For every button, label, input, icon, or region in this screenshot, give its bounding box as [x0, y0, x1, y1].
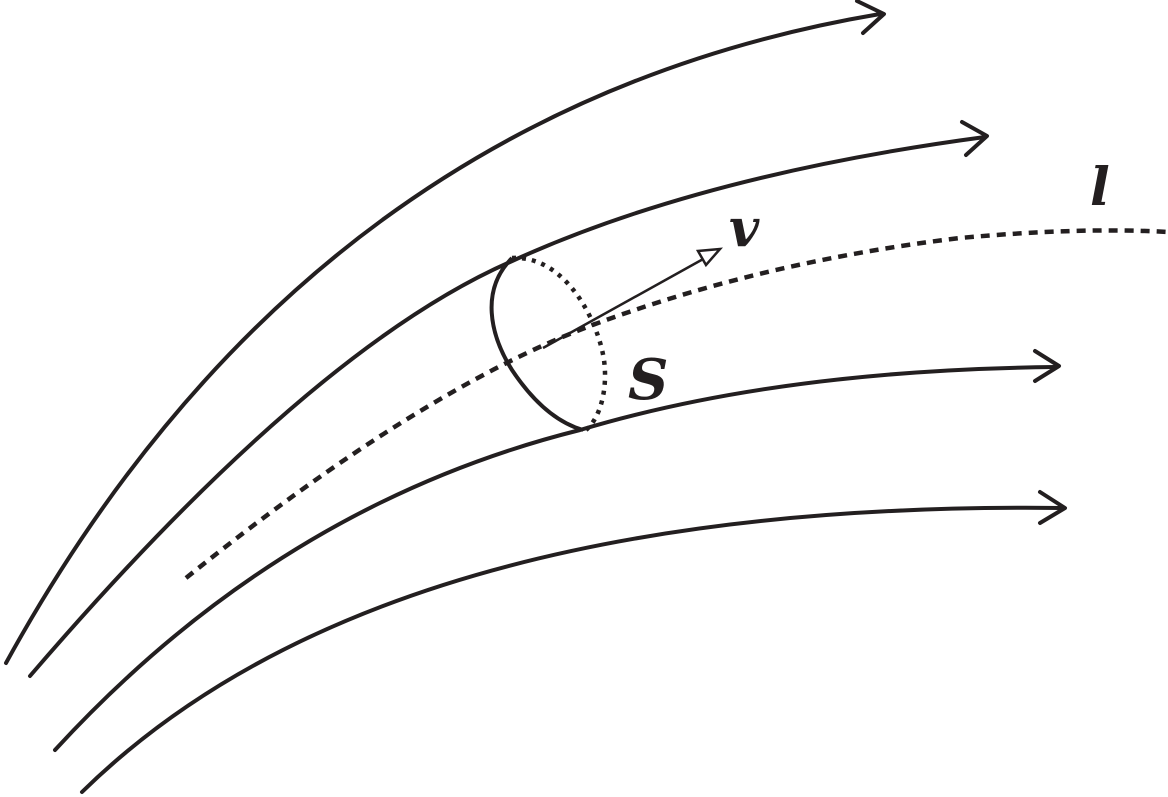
- streamline-3-arrowhead: [1033, 349, 1061, 383]
- velocity-arrow-shaft: [542, 256, 706, 350]
- cross-section-back-arc: [511, 255, 608, 432]
- cross-section-label: S: [628, 347, 668, 413]
- cross-section-s: [489, 255, 608, 432]
- stream-tube-axis-l: [184, 228, 1168, 580]
- streamline-4-curve: [80, 505, 1064, 794]
- cross-section-front-arc: [489, 256, 584, 432]
- streamline-2-curve: [28, 135, 987, 678]
- streamline-2-arrowhead: [960, 120, 989, 157]
- stream-tube-axis-label: l: [1090, 157, 1110, 218]
- streamline-4-arrowhead: [1038, 490, 1067, 525]
- streamline-1-curve: [4, 12, 882, 665]
- streamline-2: [28, 120, 989, 678]
- velocity-arrow-head: [695, 247, 723, 268]
- streamline-3-curve: [53, 365, 1057, 752]
- streamline-4: [80, 490, 1067, 794]
- streamline-3: [53, 349, 1061, 752]
- streamline-1-arrowhead: [855, 0, 886, 35]
- velocity-label: v: [729, 198, 760, 259]
- streamline-1: [4, 0, 886, 665]
- velocity-vector: [542, 247, 723, 350]
